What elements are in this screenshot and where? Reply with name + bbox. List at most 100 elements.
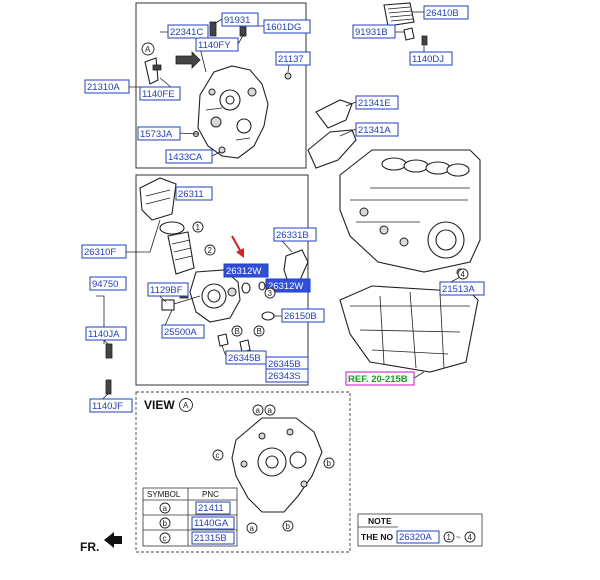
callout-b-1: b bbox=[323, 457, 335, 469]
callout-A-top: A bbox=[141, 42, 155, 56]
svg-text:3: 3 bbox=[268, 289, 273, 298]
callout-B-a: B bbox=[231, 325, 243, 337]
pnc-text: 26345B bbox=[228, 353, 261, 364]
pnc-label-94750[interactable]: 94750 bbox=[89, 276, 127, 291]
pnc-text: 26312W bbox=[268, 281, 303, 292]
oil-pan-drawing bbox=[339, 285, 479, 373]
table-symbol-c: c bbox=[159, 532, 171, 544]
table-symbol-a: a bbox=[159, 502, 171, 514]
fr-label: FR. bbox=[80, 540, 99, 554]
timing-cover-panel bbox=[135, 2, 307, 169]
gasket-drawing bbox=[307, 99, 357, 169]
table-header-symbol: SYMBOL bbox=[147, 490, 181, 499]
pnc-label-26320A[interactable]: 26320A bbox=[396, 530, 440, 544]
svg-text:4: 4 bbox=[468, 533, 473, 542]
pnc-text: 1140FE bbox=[142, 89, 175, 100]
callout-2: 2 bbox=[204, 244, 216, 256]
pnc-text: 25500A bbox=[164, 327, 197, 338]
pnc-text: 26311 bbox=[178, 189, 204, 200]
pnc-text: 1140JA bbox=[88, 329, 120, 340]
pnc-text: 26410B bbox=[426, 8, 459, 19]
pnc-label-1140GA[interactable]: 1140GA bbox=[191, 516, 235, 530]
svg-text:a: a bbox=[250, 524, 255, 533]
pnc-text: 1140GA bbox=[194, 518, 229, 529]
pnc-label-22341C[interactable]: 22341C bbox=[167, 24, 209, 39]
callout-4: 4 bbox=[457, 268, 469, 280]
pnc-text: 21341A bbox=[358, 125, 391, 136]
pnc-label-26331B[interactable]: 26331B bbox=[273, 227, 317, 242]
pnc-text: 1140DJ bbox=[412, 54, 444, 65]
svg-text:a: a bbox=[163, 504, 168, 513]
svg-text:2: 2 bbox=[208, 246, 213, 255]
pnc-label-26345B-left[interactable]: 26345B bbox=[225, 350, 267, 365]
pnc-text: 21315B bbox=[194, 533, 227, 544]
pnc-text: 1140FY bbox=[198, 40, 231, 51]
pnc-label-26312W-upper[interactable]: 26312W bbox=[223, 263, 269, 278]
svg-text:A: A bbox=[183, 401, 189, 410]
pnc-label-21411[interactable]: 21411 bbox=[195, 501, 231, 515]
pnc-label-26310F[interactable]: 26310F bbox=[81, 244, 127, 259]
callout-b-2: b bbox=[282, 520, 294, 532]
pnc-text: 21411 bbox=[198, 503, 224, 514]
pnc-text: 21513A bbox=[442, 284, 475, 295]
pnc-label-21341A[interactable]: 21341A bbox=[355, 122, 399, 137]
pnc-text: 94750 bbox=[92, 279, 118, 290]
svg-text:1: 1 bbox=[447, 533, 452, 542]
pnc-label-91931B[interactable]: 91931B bbox=[352, 24, 396, 39]
pnc-text: 91931B bbox=[355, 27, 388, 38]
pnc-label-1601DG[interactable]: 1601DG bbox=[263, 19, 311, 34]
svg-text:c: c bbox=[216, 451, 220, 460]
callout-c-1: c bbox=[212, 449, 224, 461]
pnc-text: 26310F bbox=[84, 247, 116, 258]
symbol-table: SYMBOL PNC a b c bbox=[142, 487, 238, 547]
note-box: NOTE THE NO 1 ~ 4 bbox=[357, 513, 483, 547]
note-callout-1: 1 bbox=[443, 531, 455, 543]
pnc-label-1573JA[interactable]: 1573JA bbox=[137, 126, 181, 141]
callout-3: 3 bbox=[264, 287, 276, 299]
pnc-text: 26331B bbox=[276, 230, 309, 241]
svg-text:4: 4 bbox=[461, 270, 466, 279]
svg-text:B: B bbox=[257, 327, 262, 336]
pnc-text: 1140JF bbox=[92, 401, 123, 412]
pnc-label-26410B[interactable]: 26410B bbox=[423, 5, 469, 20]
fr-arrow-icon bbox=[104, 532, 122, 548]
callout-B-b: B bbox=[253, 325, 265, 337]
pnc-label-1140FE[interactable]: 1140FE bbox=[139, 86, 181, 101]
oil-cooler-drawing bbox=[383, 2, 428, 46]
callout-a-3: a bbox=[246, 522, 258, 534]
pnc-label-26312W-lower[interactable]: 26312W bbox=[265, 278, 311, 293]
pnc-label-26343S[interactable]: 26343S bbox=[265, 368, 309, 383]
pnc-text: 26345B bbox=[268, 359, 301, 370]
pnc-label-21137[interactable]: 21137 bbox=[275, 51, 311, 66]
pnc-text: 1601DG bbox=[266, 22, 301, 33]
pnc-label-25500A[interactable]: 25500A bbox=[161, 324, 205, 339]
pnc-label-21341E[interactable]: 21341E bbox=[355, 95, 399, 110]
callout-1: 1 bbox=[192, 221, 204, 233]
pnc-text: 26150B bbox=[284, 311, 317, 322]
pnc-label-26311[interactable]: 26311 bbox=[175, 186, 213, 201]
note-range-sep: ~ bbox=[456, 533, 461, 542]
pnc-label-21315B[interactable]: 21315B bbox=[191, 531, 235, 545]
pnc-label-1129BF[interactable]: 1129BF bbox=[147, 282, 189, 297]
pnc-text: 91931 bbox=[224, 15, 250, 26]
pnc-label-21513A[interactable]: 21513A bbox=[439, 281, 485, 296]
pnc-label-26150B[interactable]: 26150B bbox=[281, 308, 325, 323]
view-letter-circle: A bbox=[179, 398, 193, 412]
pnc-label-1140DJ[interactable]: 1140DJ bbox=[409, 51, 453, 66]
pnc-text: 26343S bbox=[268, 371, 301, 382]
svg-text:c: c bbox=[163, 534, 167, 543]
pnc-label-91931[interactable]: 91931 bbox=[221, 12, 259, 27]
pnc-label-1433CA[interactable]: 1433CA bbox=[165, 149, 213, 164]
timing-chain-cover-drawing bbox=[144, 21, 292, 159]
pnc-label-1140FY[interactable]: 1140FY bbox=[195, 37, 239, 52]
table-symbol-b: b bbox=[159, 517, 171, 529]
pnc-text: 26320A bbox=[399, 532, 432, 543]
pnc-label-1140JA[interactable]: 1140JA bbox=[85, 326, 127, 341]
view-a-cover-drawing bbox=[231, 417, 323, 513]
pnc-label-26345B-right[interactable]: 26345B bbox=[265, 356, 309, 371]
view-title: VIEW bbox=[144, 398, 175, 412]
ref-link[interactable]: REF. 20-215B bbox=[345, 371, 415, 386]
pnc-label-1140JF[interactable]: 1140JF bbox=[89, 398, 133, 413]
pnc-label-21310A[interactable]: 21310A bbox=[84, 79, 130, 94]
